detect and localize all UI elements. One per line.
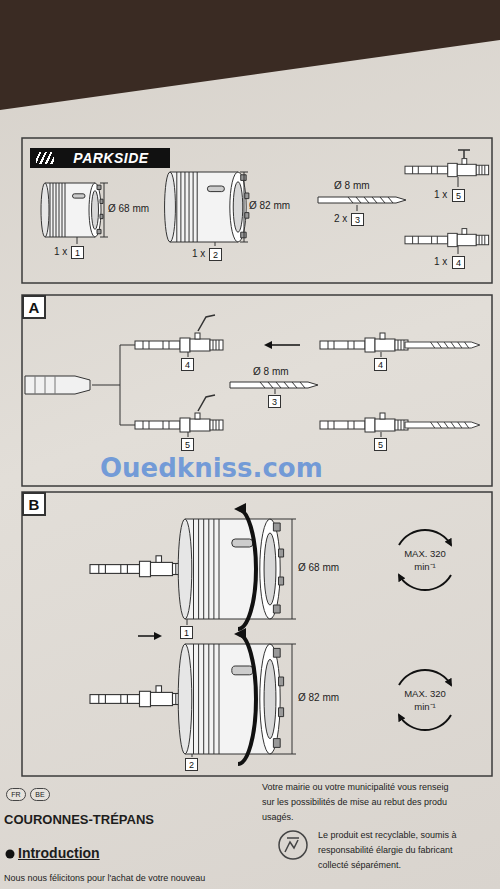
- node-text: 5: [456, 191, 461, 201]
- node-text: BE: [35, 791, 44, 798]
- subheading: Introduction: [18, 845, 100, 861]
- body-text: responsabilité élargie du fabricant: [318, 845, 453, 855]
- callout-number: 1: [71, 246, 84, 259]
- dimension-label: 1 x: [434, 256, 447, 267]
- node-text: 3: [272, 397, 277, 407]
- node-text: 4: [456, 258, 461, 268]
- node-text: 5: [378, 440, 383, 450]
- node-text: 2: [213, 250, 218, 260]
- callout-number: 2: [185, 758, 198, 771]
- callout-number: 4: [181, 358, 194, 371]
- language-badge: BE: [30, 788, 50, 801]
- node-text: FR: [11, 791, 20, 798]
- node-text: PARKSIDE: [73, 150, 148, 166]
- dimension-label: Ø 82 mm: [298, 692, 339, 703]
- body-text: Votre mairie ou votre municipalité vous …: [262, 782, 449, 792]
- node-text: 1: [75, 248, 80, 258]
- speed-limit: MAX. 320 min⁻¹: [399, 547, 451, 573]
- dimension-label: 2 x: [334, 213, 347, 224]
- node-text: 5: [185, 440, 190, 450]
- node-text: 3: [355, 215, 360, 225]
- panel-letter: B: [22, 492, 46, 516]
- dimension-label: 1 x: [54, 246, 67, 257]
- callout-number: 5: [181, 438, 194, 451]
- node-text: B: [29, 496, 40, 513]
- dimension-label: Ø 8 mm: [253, 366, 289, 377]
- section-heading: COURONNES-TRÉPANS: [4, 812, 154, 827]
- dimension-label: 1 x: [192, 248, 205, 259]
- callout-number: 4: [374, 358, 387, 371]
- node-text: A: [29, 299, 40, 316]
- speed-limit: MAX. 320 min⁻¹: [399, 687, 451, 713]
- dimension-label: Ø 8 mm: [334, 180, 370, 191]
- body-text: usagés.: [262, 812, 294, 822]
- dimension-label: Ø 68 mm: [108, 203, 149, 214]
- node-text: 4: [185, 360, 190, 370]
- language-badge: FR: [6, 788, 26, 801]
- dimension-label: Ø 82 mm: [249, 200, 290, 211]
- callout-number: 5: [374, 438, 387, 451]
- watermark: Ouedkniss.com: [100, 453, 323, 483]
- callout-number: 5: [452, 189, 465, 202]
- node-text: 2: [189, 760, 194, 770]
- panel-letter: A: [22, 295, 46, 319]
- body-text: Le produit est recyclable, soumis à: [318, 830, 457, 840]
- node-text: 1: [184, 628, 189, 638]
- dimension-label: 1 x: [434, 189, 447, 200]
- callout-number: 3: [268, 395, 281, 408]
- body-text: sur les possibilités de mise au rebut de…: [262, 797, 447, 807]
- callout-number: 3: [351, 213, 364, 226]
- node-text: 4: [378, 360, 383, 370]
- callout-number: 2: [209, 248, 222, 261]
- callout-number: 4: [452, 256, 465, 269]
- body-text: collecté séparément.: [318, 860, 401, 870]
- brand-logo: PARKSIDE: [30, 148, 170, 168]
- body-text: Nous nous félicitons pour l'achat de vot…: [4, 873, 205, 883]
- dimension-label: Ø 68 mm: [298, 562, 339, 573]
- callout-number: 1: [180, 626, 193, 639]
